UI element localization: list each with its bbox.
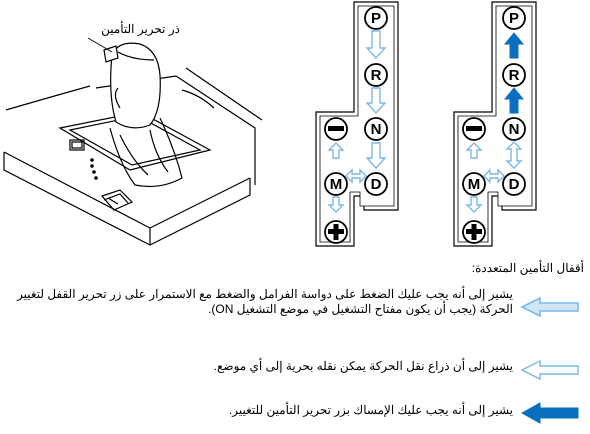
gate-b-d: D: [509, 176, 520, 193]
gate-b-minus-icon: [466, 126, 482, 131]
shift-lever-drawing: [3, 37, 263, 246]
gate-a-p: P: [371, 10, 381, 27]
shifter-illustration: P R N D M: [3, 1, 537, 247]
gate-a-d: D: [371, 176, 382, 193]
blue-outline-arrow-icon: [520, 296, 579, 318]
legend-title: أقفال التأمين المتعددة:: [471, 261, 584, 275]
gate-a-m: M: [330, 176, 343, 193]
gate-a-minus-icon: [328, 126, 344, 131]
gate-b-n: N: [509, 121, 520, 138]
legend-item-2-text: يشير إلى أن ذراع نقل الحركة يمكن نقله بح…: [213, 359, 513, 373]
legend-item-3-text: يشير إلى أنه يجب عليك الإمساك بزر تحرير …: [228, 403, 513, 417]
shift-gate-diagram-a: P R N D M: [315, 1, 399, 247]
white-outline-arrow-icon: [520, 359, 579, 381]
gate-b-r: R: [509, 67, 520, 84]
gate-a-plus-icon: [328, 224, 344, 240]
release-button-callout: ذر تحرير التأمين: [101, 22, 180, 36]
gate-b-m: M: [468, 176, 481, 193]
solid-blue-arrow-icon: [520, 402, 579, 424]
gate-b-p: P: [509, 10, 519, 27]
legend-item-1-text: يشير إلى أنه يجب عليك الضغط على دواسة ال…: [17, 287, 513, 316]
shift-gate-diagram-b: P R N D M: [453, 1, 537, 247]
gate-b-plus-icon: [466, 224, 482, 240]
gate-a-r: R: [371, 67, 382, 84]
gate-a-n: N: [371, 121, 382, 138]
